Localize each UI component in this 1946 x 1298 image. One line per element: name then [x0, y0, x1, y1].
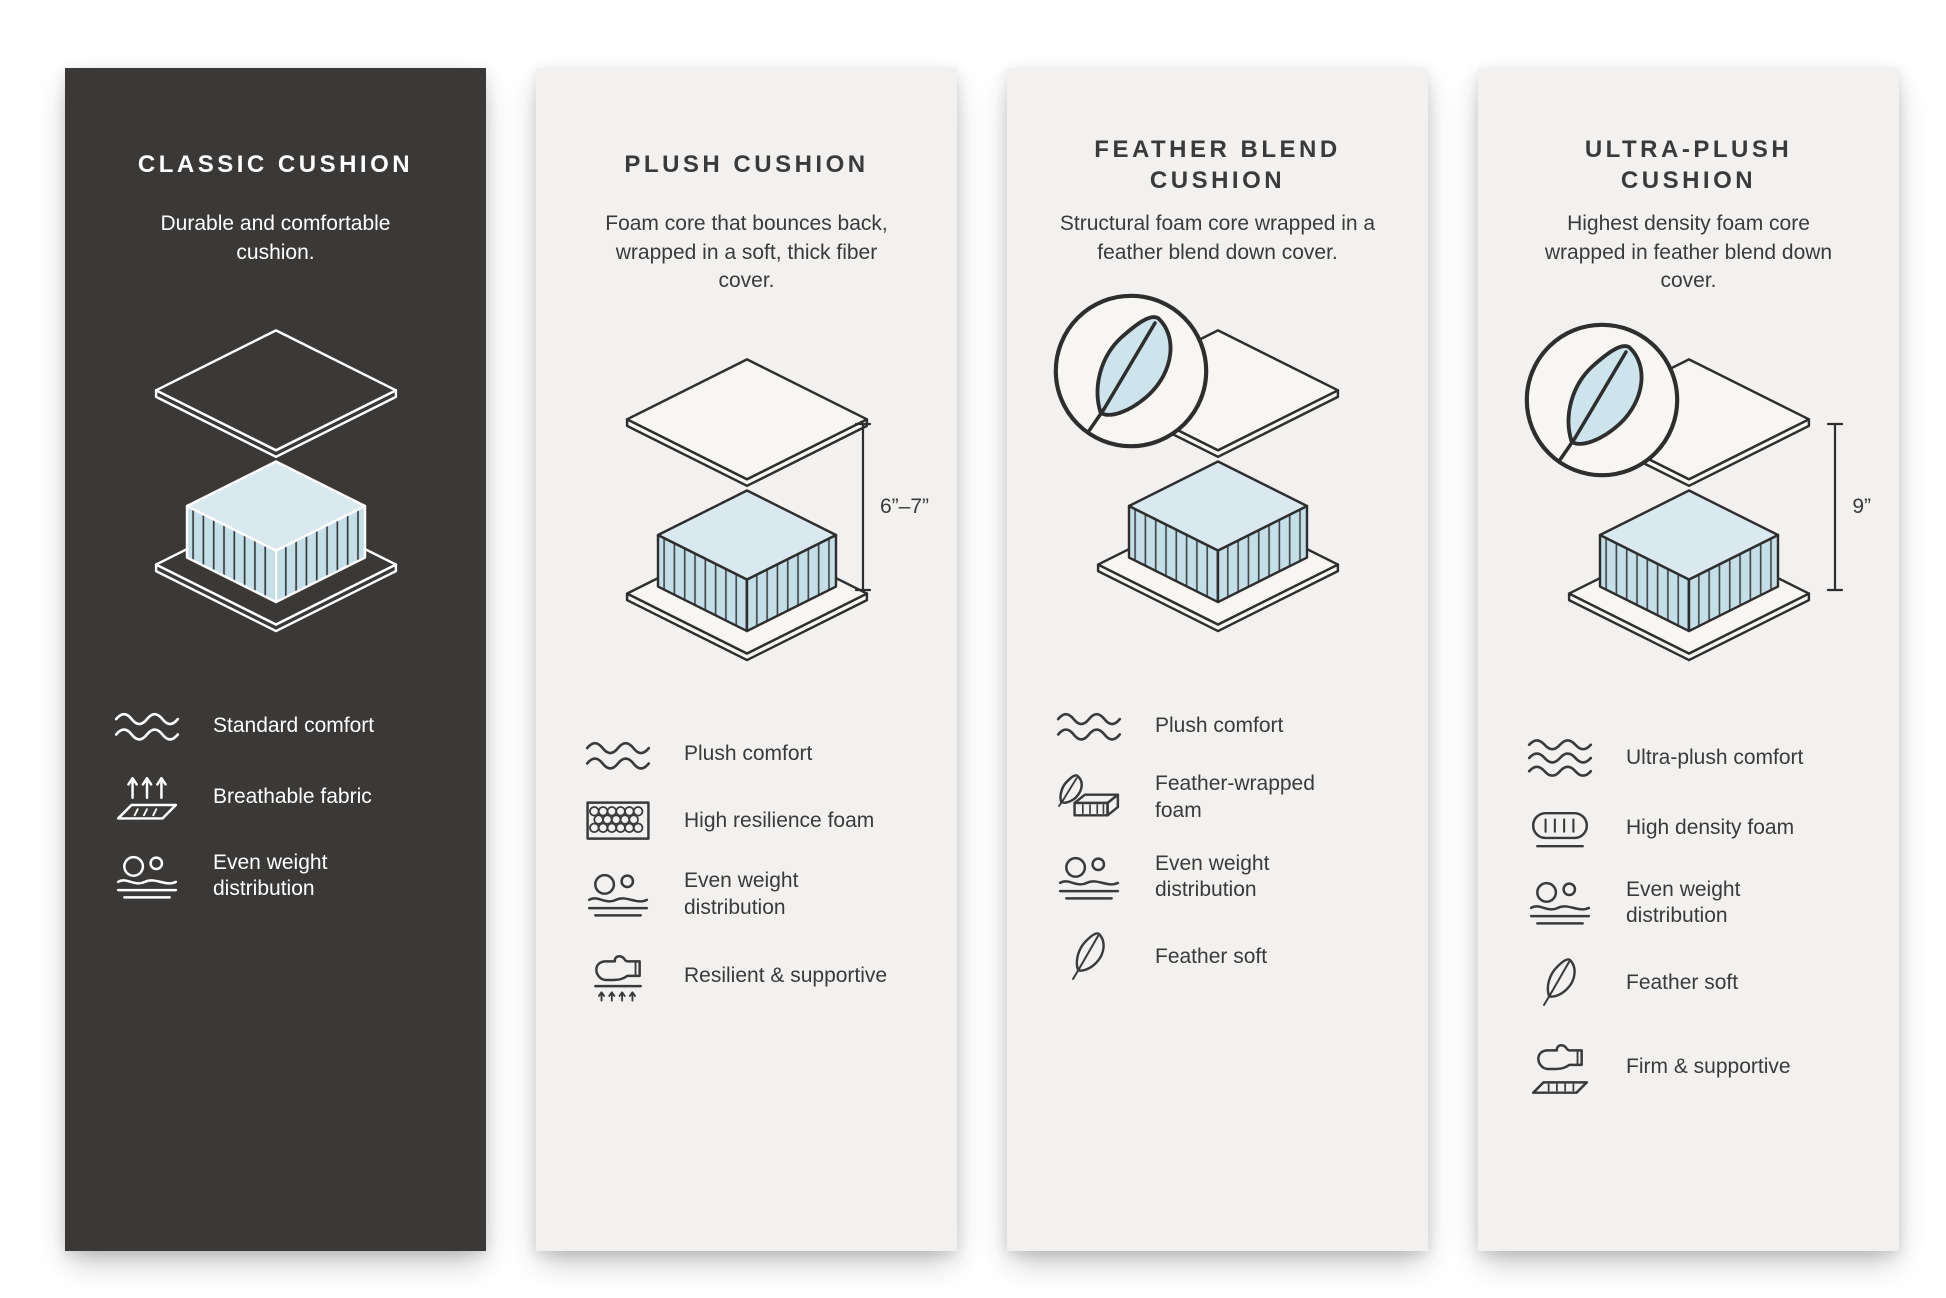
cushion-layers-diagram — [154, 329, 397, 633]
feature-feather-soft: Feather soft — [1053, 930, 1400, 984]
feature-label: Plush comfort — [684, 742, 813, 766]
feature-even-weight: Even weight distribution — [1053, 851, 1400, 904]
card-description: Durable and comfortable cushion. — [160, 212, 391, 264]
feature-resilient-supportive: Resilient & supportive — [582, 948, 929, 1004]
dimension-line — [1827, 422, 1844, 591]
feature-label: Even weight distribution — [1626, 877, 1741, 928]
feature-label: Plush comfort — [1155, 713, 1284, 737]
cushion-illustration: 9” — [1506, 322, 1871, 686]
comfort-waves-icon — [1524, 736, 1596, 780]
comfort-waves-icon — [582, 736, 654, 773]
weight-distribution-icon — [1524, 879, 1596, 926]
weight-distribution-icon — [111, 853, 183, 900]
dimension-line — [854, 422, 871, 591]
feature-label: Breathable fabric — [213, 785, 372, 809]
feature-list: Ultra-plush comfort High density foam — [1506, 736, 1871, 1098]
feature-list: Plush comfort High resilience foam — [564, 736, 929, 1004]
feather-foam-icon — [1053, 772, 1125, 824]
height-dimension: 6”–7” — [854, 422, 929, 592]
card-ultra-plush-cushion: ULTRA-PLUSH CUSHION Highest density foam… — [1478, 68, 1899, 1251]
breathable-fabric-icon — [111, 771, 183, 823]
feature-label: Feather-wrapped foam — [1155, 772, 1315, 822]
feature-high-density-foam: High density foam — [1524, 807, 1871, 850]
comfort-waves-icon — [111, 707, 183, 744]
feature-label: Even weight distribution — [684, 869, 799, 919]
feature-ultra-plush-comfort: Ultra-plush comfort — [1524, 736, 1871, 780]
card-plush-cushion: PLUSH CUSHION Foam core that bounces bac… — [536, 68, 957, 1251]
feature-label: Even weight distribution — [213, 851, 328, 901]
feature-label: High density foam — [1626, 816, 1795, 840]
feather-icon — [1053, 930, 1125, 984]
feature-firm-supportive: Firm & supportive — [1524, 1037, 1871, 1097]
cushion-illustration: 6”–7” — [564, 350, 929, 686]
feature-label: Standard comfort — [213, 713, 375, 737]
cushion-illustration — [1035, 293, 1400, 657]
card-title: CLASSIC CUSHION — [137, 151, 414, 179]
feature-label: Feather soft — [1626, 971, 1739, 995]
feature-list: Plush comfort Feather-wrapped foam — [1035, 707, 1400, 984]
feather-icon — [1524, 956, 1596, 1010]
feature-label: High resilience foam — [684, 808, 875, 832]
card-title: FEATHER BLEND CUSHION — [1094, 135, 1341, 194]
card-title: PLUSH CUSHION — [624, 151, 869, 179]
card-feather-blend-cushion: FEATHER BLEND CUSHION Structural foam co… — [1007, 68, 1428, 1251]
card-description: Foam core that bounces back, wrapped in … — [605, 212, 888, 293]
comfort-waves-icon — [1053, 707, 1125, 744]
feather-badge — [1053, 293, 1209, 449]
card-description: Highest density foam core wrapped in fea… — [1544, 212, 1833, 293]
feature-feather-soft: Feather soft — [1524, 956, 1871, 1010]
feature-label: Resilient & supportive — [684, 963, 888, 987]
hand-press-icon — [582, 948, 654, 1004]
feature-high-resilience-foam: High resilience foam — [582, 800, 929, 841]
feature-even-weight: Even weight distribution — [1524, 877, 1871, 930]
card-title: ULTRA-PLUSH CUSHION — [1584, 135, 1793, 194]
feature-feather-wrapped-foam: Feather-wrapped foam — [1053, 771, 1400, 824]
card-description: Structural foam core wrapped in a feathe… — [1059, 212, 1376, 264]
card-classic-cushion: CLASSIC CUSHION Durable and comfortable … — [65, 68, 486, 1251]
feature-label: Feather soft — [1155, 945, 1268, 969]
feature-list: Standard comfort Breathable fabric — [93, 707, 458, 902]
feature-even-weight: Even weight distribution — [111, 850, 458, 903]
feature-plush-comfort: Plush comfort — [1053, 707, 1400, 744]
height-label: 9” — [1852, 494, 1871, 518]
feature-even-weight: Even weight distribution — [582, 868, 929, 921]
feature-plush-comfort: Plush comfort — [582, 736, 929, 773]
feature-standard-comfort: Standard comfort — [111, 707, 458, 744]
feature-breathable-fabric: Breathable fabric — [111, 771, 458, 823]
feature-label: Even weight distribution — [1155, 851, 1270, 902]
weight-distribution-icon — [582, 871, 654, 918]
cushion-layers-diagram — [625, 357, 868, 661]
foam-honeycomb-icon — [582, 800, 654, 841]
feather-badge — [1524, 322, 1680, 477]
weight-distribution-icon — [1053, 854, 1125, 901]
cushion-comparison-infographic: CLASSIC CUSHION Durable and comfortable … — [65, 68, 1899, 1251]
density-foam-icon — [1524, 807, 1596, 850]
cushion-illustration — [93, 321, 458, 657]
feature-label: Firm & supportive — [1626, 1055, 1791, 1079]
hand-press-mattress-icon — [1524, 1037, 1596, 1097]
height-dimension: 9” — [1827, 422, 1871, 592]
feature-label: Ultra-plush comfort — [1626, 745, 1804, 769]
height-label: 6”–7” — [879, 494, 929, 518]
